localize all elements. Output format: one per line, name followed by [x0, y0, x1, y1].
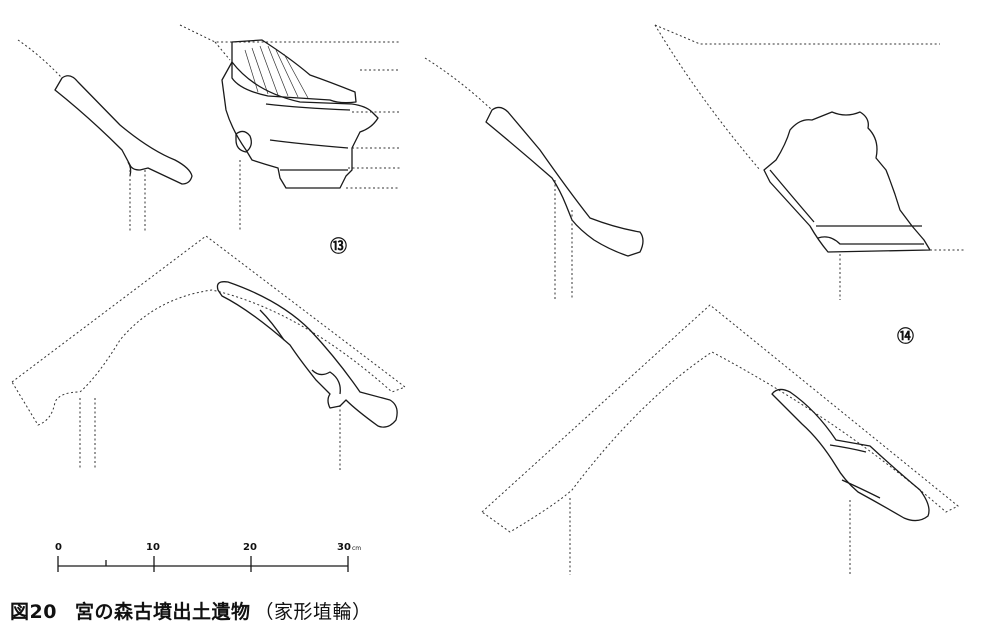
scale-unit: cm [352, 545, 361, 552]
figure-label: 図20 [10, 601, 57, 623]
artifact-drawing: ⑬ 0 10 20 30 cm ⑭ [11, 24, 965, 575]
specimen-13-finial-block [179, 24, 400, 232]
specimen-14-roof-section [481, 304, 959, 575]
scale-tick-20: 20 [243, 542, 257, 553]
figure-subtitle: （家形埴輪） [254, 601, 372, 623]
scale-tick-0: 0 [55, 542, 62, 553]
scale-tick-30: 30 [337, 542, 351, 553]
specimen-13-number: ⑬ [330, 236, 347, 257]
scale-tick-10: 10 [146, 542, 160, 553]
specimen-14-number: ⑭ [897, 326, 914, 347]
specimen-13-roof-section [11, 235, 407, 470]
specimen-14-finial-block [654, 24, 965, 300]
specimen-14-eave-profile [424, 57, 644, 300]
figure-title: 宮の森古墳出土遺物 [74, 601, 251, 623]
specimen-13-eave-profile [17, 39, 193, 232]
figure-caption: 図20 宮の森古墳出土遺物（家形埴輪） [10, 597, 371, 624]
scale-bar: 0 10 20 30 cm [55, 542, 361, 572]
